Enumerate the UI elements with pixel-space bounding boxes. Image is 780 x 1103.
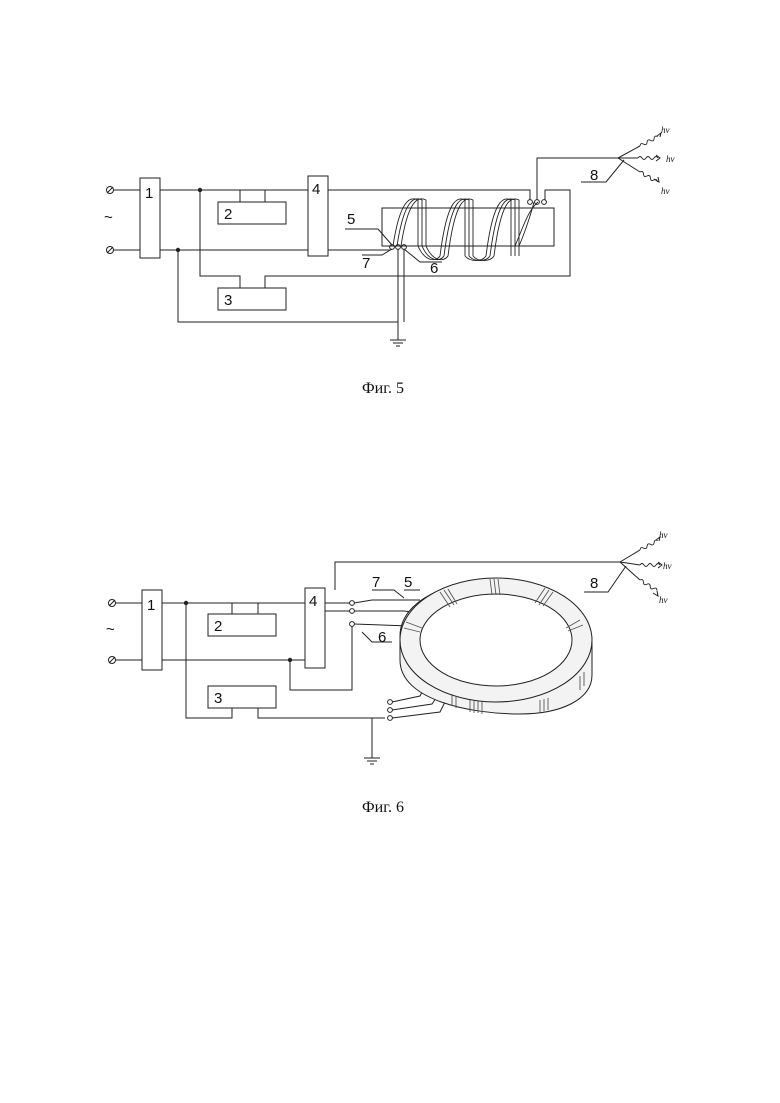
label-5: 5 (404, 574, 412, 591)
label-5: 5 (347, 211, 355, 228)
input-terminal-top (107, 187, 114, 194)
photon-emission-icon (618, 133, 661, 183)
input-terminal-top (109, 600, 116, 607)
block-3-label: 3 (214, 690, 222, 707)
figure-caption: Фиг. 5 (362, 380, 404, 397)
photon-label: hν (666, 154, 675, 164)
ac-symbol: ~ (106, 621, 115, 638)
label-8: 8 (590, 167, 598, 184)
label-7: 7 (362, 255, 370, 272)
terminal-5 (350, 609, 355, 614)
photon-label: hν (661, 125, 670, 135)
ac-symbol: ~ (104, 209, 113, 226)
block-1-label: 1 (145, 185, 153, 202)
input-terminal-bottom (109, 657, 116, 664)
block-4-label: 4 (312, 181, 320, 198)
photon-label: hν (659, 595, 668, 605)
label-7: 7 (372, 574, 380, 591)
input-terminal-bottom (107, 247, 114, 254)
photon-label: hν (661, 186, 670, 196)
terminal-6 (350, 622, 355, 627)
ground-symbol (390, 340, 406, 346)
terminal-7 (350, 601, 355, 606)
figure-5: ~ 1 2 3 4 (104, 125, 675, 397)
label-6: 6 (430, 260, 438, 277)
block-2-label: 2 (224, 206, 232, 223)
photon-label: hν (659, 530, 668, 540)
block-4-label: 4 (309, 593, 317, 610)
toroidal-lamp (400, 578, 592, 714)
photon-label: hν (663, 561, 672, 571)
block-3-label: 3 (224, 292, 232, 309)
photon-emission-icon (620, 537, 662, 596)
block-2-label: 2 (214, 618, 222, 635)
label-8: 8 (590, 575, 598, 592)
label-6: 6 (378, 629, 386, 646)
figure-6: ~ 1 2 3 4 (106, 530, 672, 816)
block-1-label: 1 (147, 597, 155, 614)
lamp-tube (382, 208, 554, 246)
ground-symbol (364, 758, 380, 764)
figure-caption: Фиг. 6 (362, 799, 404, 816)
